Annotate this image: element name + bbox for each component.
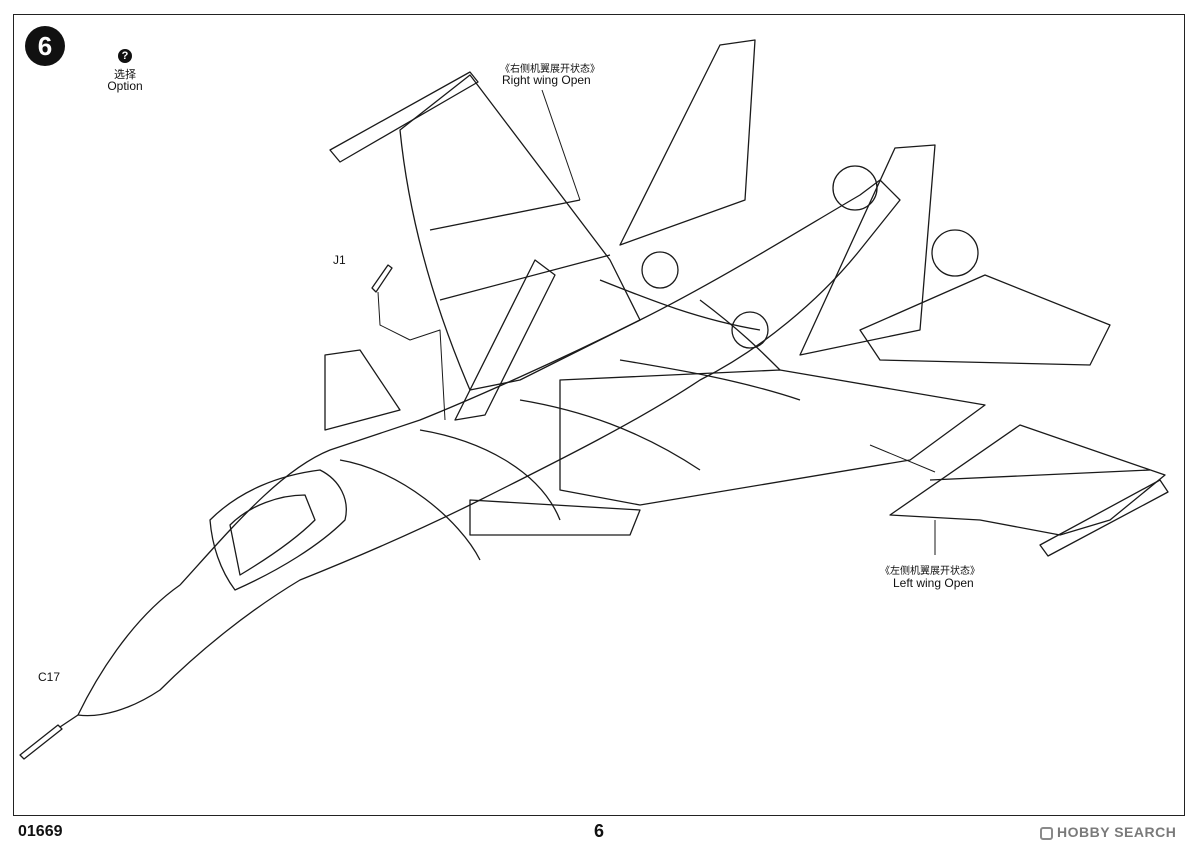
left-wing-callout-en: Left wing Open xyxy=(893,576,974,590)
left-wing-callout-zh: 《左侧机翼展开状态》 xyxy=(880,566,980,577)
vertical-tail-1 xyxy=(620,40,755,245)
right-wing-callout-en: Right wing Open xyxy=(502,73,591,87)
part-label-j1: J1 xyxy=(333,253,346,267)
watermark: HOBBY SEARCH xyxy=(1040,824,1176,840)
option-label-en: Option xyxy=(107,79,143,93)
canopy xyxy=(210,470,346,590)
question-icon: ? xyxy=(118,49,132,63)
page-number: 6 xyxy=(594,821,605,841)
step-number-badge: 6 xyxy=(25,26,65,66)
left-wing-root xyxy=(560,370,985,505)
left-wing xyxy=(890,425,1165,535)
page-frame xyxy=(13,14,1185,816)
hobby-search-logo-icon xyxy=(1040,827,1053,840)
option-label-zh: 选择 xyxy=(114,69,136,81)
right-wing-callout-zh: 《右侧机翼展开状态》 xyxy=(500,64,600,75)
part-label-c17: C17 xyxy=(38,670,61,684)
fuselage-outline xyxy=(78,180,900,716)
right-wing xyxy=(400,75,640,390)
watermark-text: HOBBY SEARCH xyxy=(1057,824,1177,840)
left-stabilator xyxy=(470,500,640,535)
product-code: 01669 xyxy=(18,823,63,840)
vertical-tail-2 xyxy=(800,145,935,355)
right-stabilator xyxy=(860,275,1110,365)
